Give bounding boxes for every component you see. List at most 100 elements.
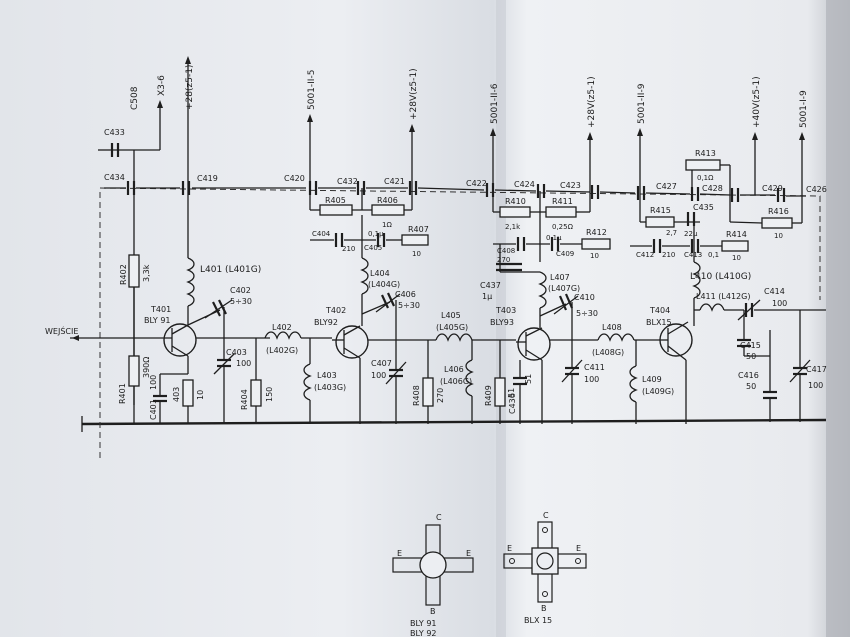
label-c429: C429 (762, 184, 783, 193)
label-c437: C437 (480, 281, 501, 290)
label-r408-value: 270 (436, 388, 445, 403)
stage1 (70, 254, 332, 424)
label-c409-value: 0,1µ (546, 234, 562, 242)
label-r415: R415 (650, 206, 671, 215)
label-t403-type: BLY93 (490, 318, 514, 327)
label-r407-value: 10 (412, 250, 421, 258)
label-5001-2-9: 5001-II-9 (637, 83, 647, 124)
label-c436-value: 51 (524, 374, 533, 384)
label-c415: C415 (740, 341, 761, 350)
shield-dashed-line (99, 187, 821, 458)
label-l409: L409 (642, 375, 662, 384)
label-l402: L402 (272, 323, 292, 332)
label-c403-value: 100 (236, 359, 251, 368)
stage2 (303, 257, 516, 424)
label-plus28v-1: +28V(z5-1) (409, 68, 419, 120)
label-c405-value: 0,1µ (368, 230, 384, 238)
label-r403-value: 10 (196, 390, 205, 400)
label-r409: R409 (484, 385, 493, 406)
label-c402-value: 5÷30 (230, 297, 252, 306)
label-c401: C401 (149, 399, 158, 420)
pinout2-e: E (507, 544, 512, 553)
label-c407-value: 100 (371, 371, 386, 380)
label-r413-value: 0,1Ω (697, 174, 714, 182)
label-l407: L407 (550, 273, 570, 282)
label-plus28: +28(z5-1) (185, 65, 195, 110)
label-c508: C508 (130, 86, 140, 110)
label-r407: R407 (408, 225, 429, 234)
label-l404: L404 (370, 269, 390, 278)
label-c417: C417 (806, 365, 827, 374)
label-l405: L405 (441, 311, 461, 320)
label-c416-value: 50 (746, 382, 756, 391)
label-c413-value: 0,1 (708, 251, 719, 259)
label-r416: R416 (768, 207, 789, 216)
label-c432: C432 (337, 177, 358, 186)
stage4-bias-network (630, 159, 803, 262)
label-r410-value: 2,1k (505, 223, 521, 231)
label-c406-value: 5÷30 (398, 301, 420, 310)
label-l402-g: (L402G) (266, 346, 298, 355)
label-l411: L411 (L412G) (696, 292, 750, 301)
label-r404-value: 150 (265, 387, 274, 402)
pinout1-c: C (436, 513, 442, 522)
label-r404: R404 (240, 389, 249, 410)
pinout-blx15 (503, 521, 587, 603)
label-c436: C436 (508, 393, 517, 414)
label-5001-2-5: 5001-II-5 (307, 70, 317, 110)
pinout1-b: B (430, 607, 436, 616)
label-c424: C424 (514, 180, 535, 189)
label-c409: C409 (556, 250, 574, 258)
label-t401-type: BLY 91 (144, 316, 171, 325)
label-c404: C404 (312, 230, 331, 238)
label-c401-value: 100 (149, 375, 158, 390)
label-c421: C421 (384, 177, 405, 186)
pinout1-e: E (397, 549, 402, 558)
label-r414-value: 10 (732, 254, 741, 262)
label-c433: C433 (104, 128, 125, 137)
label-5001-2-6: 5001-II-6 (490, 83, 500, 124)
ground-bus (81, 418, 827, 426)
label-c435: C435 (693, 203, 714, 212)
label-l406: L406 (444, 365, 464, 374)
label-t402-type: BLY92 (314, 318, 338, 327)
label-c422: C422 (466, 179, 487, 188)
label-c427: C427 (656, 182, 677, 191)
page-fold (496, 0, 506, 637)
label-c416: C416 (738, 371, 759, 380)
label-c413: C413 (684, 251, 702, 259)
label-c435-value: 22µ (684, 230, 698, 238)
stage2-bias-network (309, 188, 429, 258)
label-c410-value: 5÷30 (576, 309, 598, 318)
label-r416-value: 10 (774, 232, 783, 240)
label-t403: T403 (495, 306, 516, 315)
label-r411-value: 0,25Ω (552, 223, 574, 231)
label-r414: R414 (726, 230, 747, 239)
label-l404-g: (L404G) (368, 280, 400, 289)
pinout2-b: B (541, 604, 547, 613)
label-c402: C402 (230, 286, 251, 295)
label-c414: C414 (764, 287, 785, 296)
label-l403: L403 (317, 371, 337, 380)
label-t404: T404 (649, 306, 670, 315)
label-c417-value: 100 (808, 381, 823, 390)
label-l401: L401 (L401G) (200, 265, 261, 275)
label-c407: C407 (371, 359, 392, 368)
label-plus28v-2: +28V(z5-1) (587, 76, 597, 128)
label-r401-value: 390Ω (142, 357, 151, 378)
label-c414-value: 100 (772, 299, 787, 308)
label-5001-1-9: 5001-I-9 (799, 90, 809, 128)
label-c419: C419 (197, 174, 218, 183)
pinout1-name2: BLY 92 (410, 629, 437, 637)
label-c408-value: 270 (497, 256, 510, 264)
label-c411-value: 100 (584, 375, 599, 384)
label-l407-g: (L407G) (548, 284, 580, 293)
label-c406: C406 (395, 290, 416, 299)
top-rail (104, 181, 806, 202)
supply-arrows (307, 114, 805, 196)
label-r402: R402 (119, 264, 128, 285)
label-l409-g: (L409G) (642, 387, 674, 396)
label-c426: C426 (806, 185, 827, 194)
